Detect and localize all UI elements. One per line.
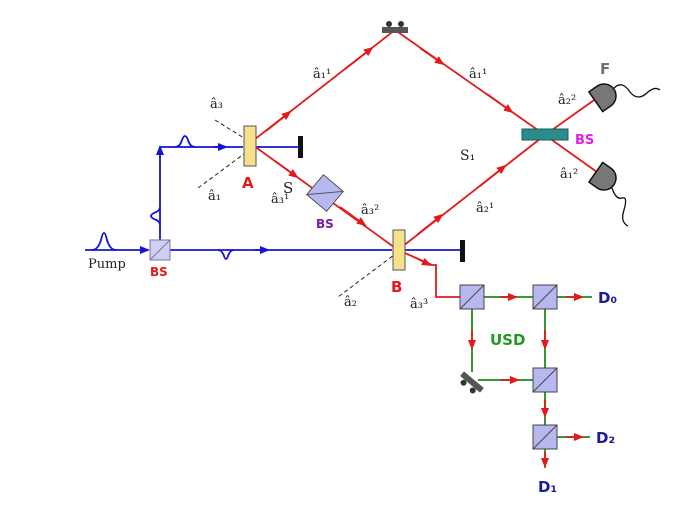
arrow-mirror-down [419, 47, 445, 66]
beam-b-to-usd [397, 249, 460, 298]
mode-a1-1-right-label: â₁¹ [469, 67, 487, 82]
arrow-a-up-1 [265, 110, 292, 132]
arrow-a-down [274, 160, 299, 179]
top-mirror [382, 21, 408, 33]
pump-beam-splitter [149, 239, 171, 261]
middle-bs-label: BS [316, 217, 334, 231]
mode-a2-2-label: â₂² [558, 93, 576, 108]
pump-bs-label: BS [150, 265, 168, 279]
usd-bs-3 [532, 367, 558, 393]
red-beams [249, 29, 598, 298]
beam-mirror-to-bs [394, 29, 546, 136]
arrow-a-up-2 [344, 46, 374, 70]
pump-beam [85, 135, 462, 260]
mode-a3-3-label: â₃³ [410, 297, 428, 312]
crystal-b [392, 229, 406, 271]
normal-a-lower [197, 147, 253, 189]
arrow-b-out [411, 255, 432, 266]
s-label: S [283, 179, 293, 197]
pump-label: Pump [88, 257, 126, 272]
output-bs-label: BS [575, 133, 594, 148]
usd-label: USD [490, 331, 525, 349]
arrow-mirror-down-2 [486, 93, 514, 114]
arrow-b-up [417, 213, 444, 235]
mode-a1-label: â₁ [208, 189, 221, 204]
detector-top-cable [613, 84, 661, 98]
f-label: F [600, 60, 610, 78]
mode-a3-2-label: â₃² [361, 203, 379, 218]
usd-bs-2 [532, 284, 558, 310]
mode-a3-label: â₃ [210, 97, 223, 112]
detector-bottom [587, 161, 617, 191]
mode-a1-2-label: â₁² [560, 167, 578, 182]
crystal-a-label: A [242, 174, 254, 192]
middle-beam-splitter [305, 173, 345, 213]
mode-a2-1-label: â₂¹ [476, 201, 494, 216]
detector-top [587, 83, 617, 113]
pump-pulse-input [91, 232, 117, 251]
pump-pulse-top [174, 135, 196, 148]
normal-b [337, 251, 399, 298]
beam-block-a [298, 136, 303, 158]
beam-block-b [460, 240, 465, 262]
arrow-b-up-2 [479, 164, 507, 187]
pump-pulse-bottom [217, 249, 235, 260]
pump-pulse-vertical [150, 206, 161, 226]
output-beam-splitter [521, 128, 569, 141]
usd-bs-4 [532, 424, 558, 450]
usd-network [471, 296, 592, 468]
mode-a2-label: â₂ [344, 295, 357, 310]
usd-bs-1 [459, 284, 485, 310]
detector-bottom-cable [611, 187, 629, 227]
mode-a1-1-left-label: â₁¹ [313, 67, 331, 82]
crystal-b-label: B [391, 278, 402, 296]
usd-mirror [460, 371, 484, 394]
pump-to-a [159, 146, 243, 148]
crystal-a [243, 125, 257, 167]
arrow-bs-to-b [339, 206, 367, 227]
d2-label: D₂ [596, 429, 615, 447]
s1-label: S₁ [460, 148, 475, 164]
d0-label: D₀ [598, 289, 617, 307]
d1-label: D₁ [538, 478, 557, 496]
beam-bs-to-detector-bottom [544, 134, 598, 173]
usd-arrows [468, 293, 584, 468]
mode-a3-1-label: â₃¹ [271, 192, 289, 207]
